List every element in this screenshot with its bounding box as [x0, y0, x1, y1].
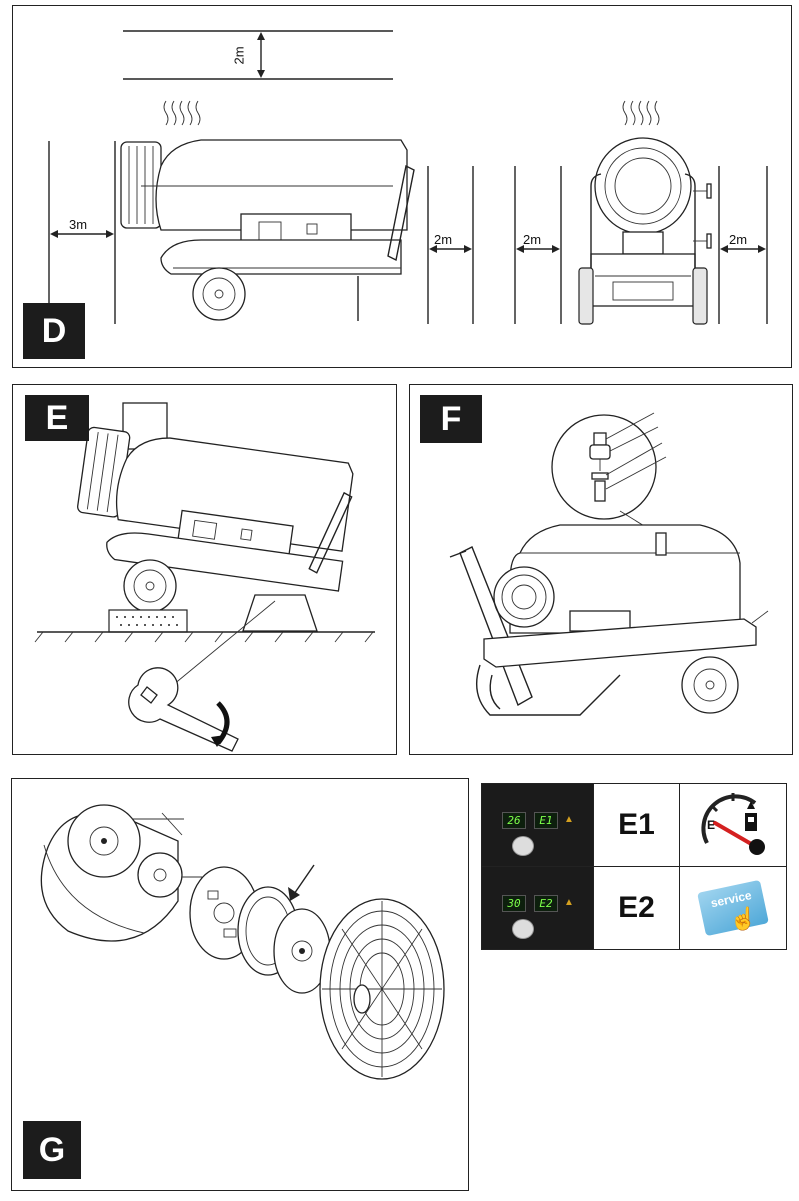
arrow-head — [211, 735, 225, 747]
e2-icon-cell: service ☝ — [680, 867, 786, 950]
e1-code-cell: E1 — [594, 784, 680, 867]
e1-icon-cell: E — [680, 784, 786, 867]
arrow-head — [552, 245, 560, 253]
arrow-head — [516, 245, 524, 253]
panel-label-f: F — [420, 395, 482, 443]
control-knob — [512, 836, 534, 856]
panel-label-d: D — [23, 303, 85, 359]
lcd-error-code: E2 — [534, 894, 558, 912]
arrow-head — [257, 70, 265, 78]
fan-disassembly-drawing — [40, 804, 445, 1080]
panel-f-filter-diagram: F — [409, 384, 793, 755]
support-block — [108, 609, 188, 633]
heater-side-view — [120, 139, 415, 321]
wrench-icon — [128, 667, 239, 752]
e1-display-photo: 26 E1 ▲ — [482, 784, 594, 867]
dim-label-front-left: 2m — [523, 232, 541, 247]
fuel-gauge-empty-icon: E — [701, 792, 765, 855]
error-code-e1: E1 — [618, 807, 655, 841]
arrow-head — [720, 245, 728, 253]
filter-drawing — [449, 412, 769, 716]
panel-g-fan-disassembly-diagram: G — [11, 778, 469, 1191]
heater-with-frame — [449, 524, 769, 716]
arrow-head — [464, 245, 472, 253]
dim-label-left: 3m — [69, 217, 87, 232]
arrow-head — [106, 230, 114, 238]
callout-lines — [605, 412, 667, 490]
arrow-head — [758, 245, 766, 253]
arrow-head — [257, 32, 265, 40]
burner-housing — [40, 804, 184, 942]
panel-label-g: G — [23, 1121, 81, 1179]
support-block-texture — [116, 616, 178, 626]
pointing-hand-icon: ☝ — [729, 905, 757, 931]
heater-tilted — [77, 426, 354, 592]
e2-code-cell: E2 — [594, 866, 680, 949]
arrow-head — [429, 245, 437, 253]
lcd-temperature: 26 — [502, 812, 526, 829]
floor-hatching — [34, 631, 374, 643]
clearance-drawing: 3m 2m 2m — [48, 30, 768, 325]
e2-display-photo: 30 E2 ▲ — [482, 866, 594, 949]
detail-magnifier — [551, 414, 657, 520]
warning-icon: ▲ — [564, 814, 574, 825]
leader-line — [172, 600, 276, 686]
error-code-e2: E2 — [618, 890, 655, 924]
arrow-head — [50, 230, 58, 238]
lcd-error-code: E1 — [534, 812, 558, 829]
lcd-temperature: 30 — [502, 894, 526, 912]
tilt-drain-drawing — [34, 402, 375, 752]
heater-front-view — [578, 137, 712, 325]
heat-waves-icon — [163, 100, 201, 126]
fan-guard-grille — [319, 898, 445, 1080]
panel-e-tilt-drain-diagram: E — [12, 384, 397, 755]
dim-label-top: 2m — [231, 46, 247, 65]
heat-waves-icon — [622, 100, 660, 126]
panel-label-e: E — [25, 395, 89, 441]
dim-label-front-right: 2m — [729, 232, 747, 247]
panel-d-clearance-diagram: 3m 2m 2m — [12, 5, 792, 368]
drain-tray — [242, 594, 318, 632]
dim-label-right-side: 2m — [434, 232, 452, 247]
pointer-arrow — [291, 864, 315, 898]
control-knob — [512, 918, 534, 939]
warning-icon: ▲ — [564, 896, 574, 908]
service-button-icon: service ☝ — [697, 879, 769, 936]
gauge-letter: E — [707, 818, 715, 832]
arrow-head — [288, 887, 300, 901]
error-code-table: 26 E1 ▲ E1 E 30 E2 ▲ E2 — [481, 783, 787, 950]
